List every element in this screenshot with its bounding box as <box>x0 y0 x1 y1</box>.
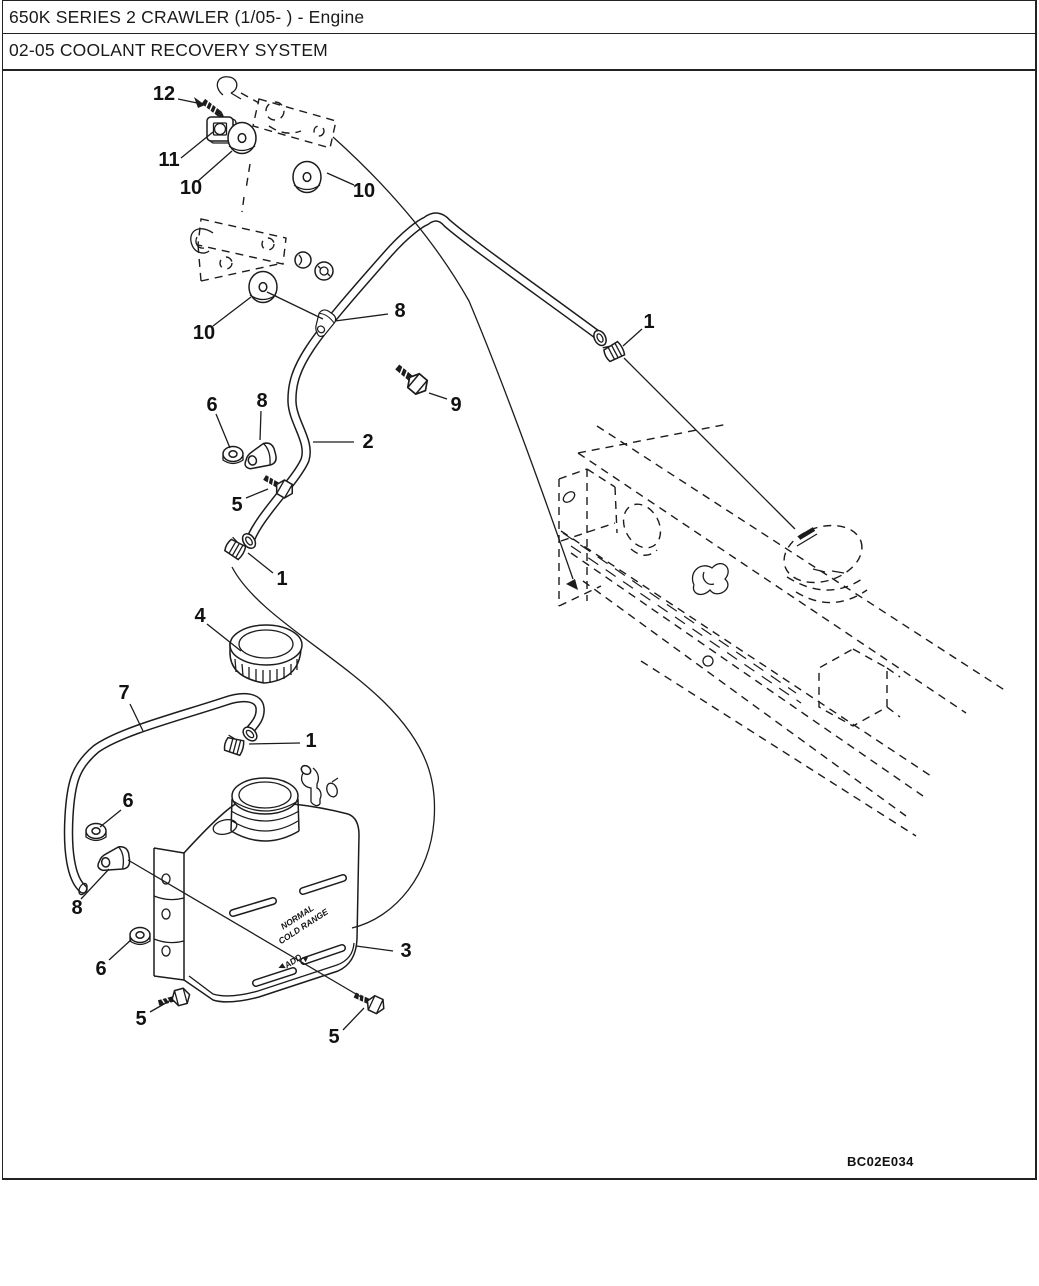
section-title: 02-05 COOLANT RECOVERY SYSTEM <box>3 34 1035 71</box>
bracket-to-radiator-line <box>332 136 574 580</box>
callout-3: 3 <box>400 940 412 962</box>
upper-bracket-drawing <box>216 76 337 213</box>
screw-12-drawing <box>201 98 225 118</box>
retainer-ring-drawing <box>294 251 312 269</box>
tank-marking-cold-range: COLD RANGE <box>276 906 330 946</box>
document-frame: 650K SERIES 2 CRAWLER (1/05- ) - Engine … <box>2 0 1037 1180</box>
nut-end-drawing <box>314 261 334 281</box>
tube2-end-ring-drawing <box>239 530 259 552</box>
page-title: 650K SERIES 2 CRAWLER (1/05- ) - Engine <box>3 1 1035 34</box>
exploded-view-diagram: NORMAL COLD RANGE ADD <box>3 1 1035 1178</box>
callout-6: 6 <box>206 394 218 416</box>
bolt-5a-drawing <box>261 471 297 501</box>
callout-4: 4 <box>194 605 206 627</box>
washer-10b-drawing <box>292 160 322 194</box>
pclamp-8m-drawing <box>307 306 339 340</box>
callout-1: 1 <box>305 730 317 752</box>
neck-clamp-screw-drawing <box>796 527 818 547</box>
lower-bracket-drawing <box>190 218 334 282</box>
pclamp-8b-drawing <box>95 844 132 874</box>
figure-code: BC02E034 <box>847 1154 914 1169</box>
hose7-end-ring-drawing <box>239 723 261 745</box>
callout-2: 2 <box>362 431 374 453</box>
washer-10c-drawing <box>248 270 278 304</box>
clamp-to-neck-line <box>623 357 796 530</box>
diagram-drawing: NORMAL COLD RANGE ADD <box>63 76 1007 1031</box>
callout-8: 8 <box>71 897 83 919</box>
callout-1: 1 <box>643 311 655 333</box>
callout-5: 5 <box>231 494 243 516</box>
callout-1: 1 <box>276 568 288 590</box>
fasteners <box>78 306 627 1016</box>
tank-marking-add: ADD <box>282 952 304 971</box>
hose-7-drawing <box>63 692 265 894</box>
pclamp-8a-drawing <box>240 440 279 472</box>
hose-routing-arc <box>231 566 436 929</box>
callout-10: 10 <box>192 322 216 344</box>
hose-2-drawing <box>245 212 604 546</box>
nut-6c-drawing <box>129 926 151 946</box>
callout-8: 8 <box>256 390 268 412</box>
callout-5: 5 <box>328 1026 340 1048</box>
clamp-1-low-drawing <box>222 734 247 757</box>
cap-4-drawing <box>229 624 303 684</box>
radiator-phantom-drawing <box>558 423 1007 837</box>
clamp-1-top-drawing <box>600 338 627 364</box>
callout-8: 8 <box>394 300 406 322</box>
tank-3-drawing: NORMAL COLD RANGE ADD <box>153 764 360 1003</box>
tank-neck-drawing <box>230 777 300 842</box>
callout-7: 7 <box>118 682 130 704</box>
callout-12: 12 <box>152 83 176 105</box>
leader-lines <box>80 97 796 1031</box>
bolt-5c-drawing <box>351 988 387 1016</box>
elbow-fitting-drawing <box>300 764 339 807</box>
callout-10: 10 <box>352 180 376 202</box>
nut-6a-drawing <box>222 445 244 465</box>
callout-10: 10 <box>179 177 203 199</box>
hose2-end-ring-drawing <box>590 327 610 349</box>
callout-5: 5 <box>135 1008 147 1030</box>
clip-nut-11-drawing <box>206 116 237 144</box>
callout-11: 11 <box>158 149 180 171</box>
nut-6b-drawing <box>85 822 107 842</box>
callout-6: 6 <box>95 958 107 980</box>
bolt-9-drawing <box>391 360 431 397</box>
callout-9: 9 <box>450 394 462 416</box>
tank-marking-normal: NORMAL <box>279 903 316 932</box>
bolt-5b-drawing <box>157 987 192 1010</box>
callout-6: 6 <box>122 790 134 812</box>
washer-10a-drawing <box>227 121 257 155</box>
clamp-1-mid-drawing <box>222 535 249 561</box>
